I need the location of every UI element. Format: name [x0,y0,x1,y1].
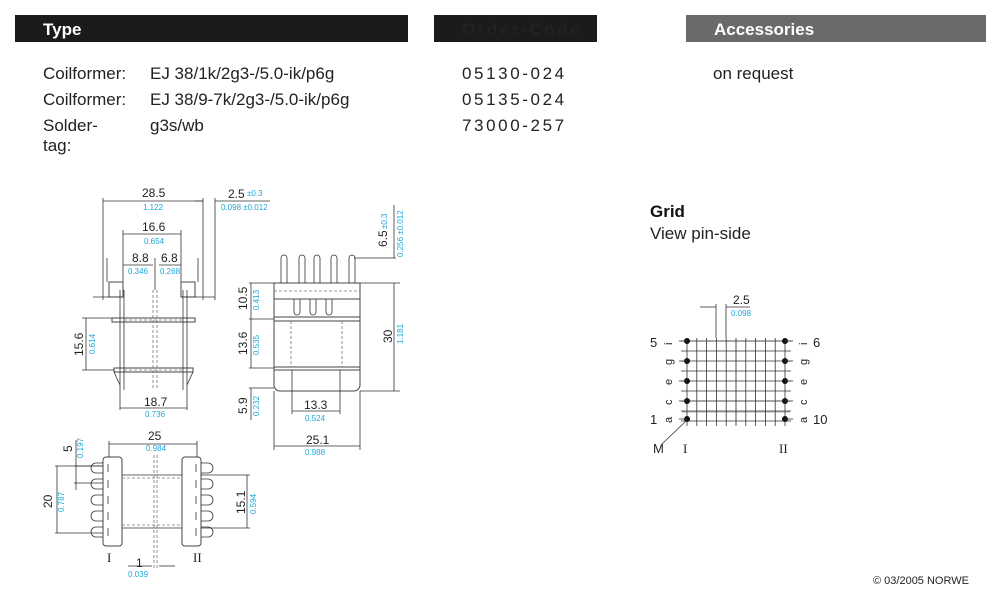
dim-inner-w: 13.3 [304,398,328,412]
grid-row-letter: g [798,359,810,365]
pin-left [90,510,103,522]
grid-marker-m: M [653,441,664,456]
order-code: 05130-024 [462,64,567,83]
dim-pin-tol: ±0.3 [380,213,389,229]
pin-left [90,478,103,490]
flange-right [181,456,202,547]
dim-pitch: 5 [61,445,75,452]
dim-pitch-in: 0.197 [76,437,85,458]
grid-row-letter: i [663,343,675,345]
dim-base-in: 0.736 [145,410,166,419]
dim-inner-w-in: 0.524 [305,414,326,423]
pin-right [201,478,214,490]
pin-left [90,526,103,538]
dim-total-in: 1.181 [396,323,405,344]
dim-span-in: 0.787 [57,491,66,512]
front-view-drawing: 28.5 1.122 2.5 ±0.3 0.098 ±0.012 16.6 0.… [72,186,270,419]
bottom-view-drawing [55,440,250,570]
marker-leader [661,420,687,445]
dim-inner-in: 0.654 [144,237,165,246]
pin-right [201,510,214,522]
dim-offset: 2.5 [228,187,245,201]
order-code: 73000-257 [462,116,567,135]
dim-height-in: 0.594 [249,493,258,514]
grid-title: Grid [650,202,685,221]
dim-width-in: 0.988 [305,448,326,457]
grid-row-letter: e [798,379,810,385]
grid-row-letter: g [663,359,675,365]
dim-gap-in: 0.039 [128,570,149,579]
dim-pin: 6.5 [376,230,390,247]
dim-left: 8.8 [132,251,149,265]
pin-right [201,494,214,506]
grid-side-ii: II [779,441,788,456]
item-label: Coilformer: [43,90,127,109]
side-label-i: I [107,550,111,565]
grid-row-letter: c [798,399,810,405]
dim-mid-in: 0.535 [252,334,261,355]
copyright: © 03/2005 NORWE [873,575,969,587]
accessories-text: on request [713,64,794,83]
grid-pitch-in: 0.098 [731,309,752,318]
dim-height: 15.1 [234,490,248,514]
dim-top: 10.5 [236,286,250,310]
dim-right-in: 0.268 [160,267,181,276]
dim-bottom-in: 0.232 [252,395,261,416]
dim-width-in: 0.984 [146,444,167,453]
item-label: Solder-tag: [43,116,98,155]
dim-span: 20 [41,494,55,508]
dim-left-in: 0.346 [128,267,149,276]
pin-right [201,526,214,538]
dim-gap: 1 [136,556,143,570]
grid-num-5: 5 [650,335,657,350]
accessories-header: Accessories [686,15,986,42]
side-label-ii: II [193,550,202,565]
pin-left [90,462,103,474]
pin-left [90,494,103,506]
grid-side-i: I [683,441,687,456]
item-type: EJ 38/1k/2g3-/5.0-ik/p6g [150,64,335,83]
pin-right [201,462,214,474]
dim-offset-tol: ±0.3 [247,189,263,198]
dim-pin-in: 0.256 ±0.012 [396,210,405,257]
dim-right: 6.8 [161,251,178,265]
dim-width: 25 [148,429,162,443]
dim-total: 30 [381,329,395,343]
dim-offset-in: 0.098 ±0.012 [221,203,268,212]
dim-top-in: 0.413 [252,289,261,310]
item-type: EJ 38/9-7k/2g3-/5.0-ik/p6g [150,90,350,109]
dim-height-in: 0.614 [88,333,97,354]
grid-row-letter: e [663,379,675,385]
flange-left [102,456,123,547]
grid-row-letter: a [663,416,675,423]
grid-row-letter: a [798,416,810,423]
order-code: 05135-024 [462,90,567,109]
grid-pitch: 2.5 [733,293,750,307]
dim-inner: 16.6 [142,220,166,234]
type-header: Type [15,15,408,42]
dim-mid: 13.6 [236,331,250,355]
grid-num-10: 10 [813,412,827,427]
side-view-drawing: 6.5 ±0.3 0.256 ±0.012 10.5 0.413 13.6 0.… [236,205,405,457]
grid-row-letter: c [663,399,675,405]
dim-height: 15.6 [72,332,86,356]
dim-width-in: 1.122 [143,203,164,212]
pin-grid-drawing: i i g g e e c c a a [661,304,810,445]
order-code-header: Order-Code [434,15,597,42]
dim-width: 25.1 [306,433,330,447]
item-type: g3s/wb [150,116,204,135]
grid-subtitle: View pin-side [650,224,751,243]
dim-bottom: 5.9 [236,397,250,414]
dim-width: 28.5 [142,186,166,200]
grid-num-6: 6 [813,335,820,350]
grid-num-1: 1 [650,412,657,427]
grid-row-letter: i [798,343,810,345]
item-label: Coilformer: [43,64,127,83]
dim-base: 18.7 [144,395,168,409]
